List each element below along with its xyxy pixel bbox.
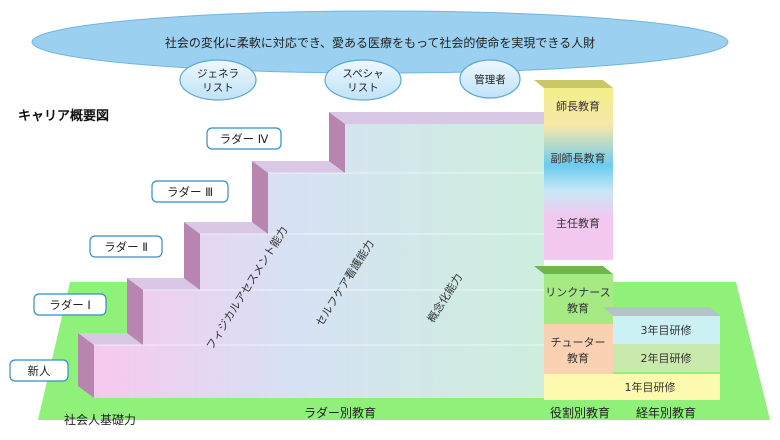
bubble-generalist bbox=[179, 59, 257, 101]
stair-side-3 bbox=[184, 222, 200, 290]
stair-side-5 bbox=[329, 112, 345, 173]
bubble-specialist bbox=[324, 59, 402, 101]
role-tall-column bbox=[544, 88, 613, 260]
level-newcomer: 新人 bbox=[28, 364, 51, 378]
year-3-box bbox=[613, 316, 720, 344]
stair-side-2 bbox=[127, 278, 143, 345]
year-2-training: 2年目研修 bbox=[641, 351, 692, 365]
label-role-education: 役割別教育 bbox=[550, 405, 610, 420]
year-training-top bbox=[603, 307, 720, 316]
year-1-box bbox=[544, 374, 720, 400]
role-link-nurse-box bbox=[544, 274, 613, 324]
bubble-specialist-line1: スペシャ bbox=[342, 68, 383, 80]
level-ladder-1-box bbox=[33, 293, 107, 316]
level-ladder-4: ラダー Ⅳ bbox=[220, 132, 269, 146]
level-ladder-4-box bbox=[206, 127, 282, 150]
stair-side-1 bbox=[78, 333, 94, 398]
level-ladder-2-box bbox=[89, 235, 163, 258]
role-tutor-line2: 教育 bbox=[567, 351, 589, 365]
bubble-generalist-line1: ジェネラ bbox=[197, 68, 239, 80]
label-ladder-education: ラダー別教育 bbox=[304, 405, 376, 420]
label-year-education: 経年別教育 bbox=[636, 405, 696, 420]
level-ladder-1: ラダー Ⅰ bbox=[49, 298, 91, 312]
bubble-specialist-line2: リスト bbox=[347, 82, 379, 94]
level-ladder-2: ラダー Ⅱ bbox=[104, 240, 148, 254]
role-tall-top bbox=[534, 80, 613, 88]
role-director-education: 師長教育 bbox=[556, 99, 600, 113]
role-deputy-director-education: 副師長教育 bbox=[551, 151, 606, 165]
role-tutor-line1: チューター bbox=[551, 336, 606, 349]
bubble-manager bbox=[459, 59, 521, 99]
role-chief-education: 主任教育 bbox=[556, 216, 600, 230]
bubble-generalist-line2: リスト bbox=[202, 82, 234, 94]
stair-top-5 bbox=[329, 112, 544, 124]
diagram-title: キャリア概要図 bbox=[18, 108, 109, 124]
level-ladder-3: ラダー Ⅲ bbox=[167, 185, 213, 199]
label-social-foundation: 社会人基礎力 bbox=[64, 412, 136, 427]
role-link-nurse-line1: リンクナース bbox=[545, 286, 610, 299]
year-2-box bbox=[613, 344, 720, 372]
year-3-training: 3年目研修 bbox=[641, 323, 692, 337]
role-link-nurse-line2: 教育 bbox=[567, 301, 589, 315]
level-newcomer-box bbox=[9, 359, 69, 382]
level-ladder-3-box bbox=[151, 180, 229, 203]
role-tutor-box bbox=[544, 324, 613, 374]
vision-text: 社会の変化に柔軟に対応でき、愛ある医療をもって社会的使命を実現できる人財 bbox=[165, 35, 595, 50]
stair-side-4 bbox=[252, 161, 268, 234]
ladder-staircase bbox=[94, 124, 544, 398]
year-1-training: 1年目研修 bbox=[625, 380, 676, 394]
role-short-top bbox=[534, 266, 613, 274]
bubble-manager-label: 管理者 bbox=[474, 73, 506, 86]
